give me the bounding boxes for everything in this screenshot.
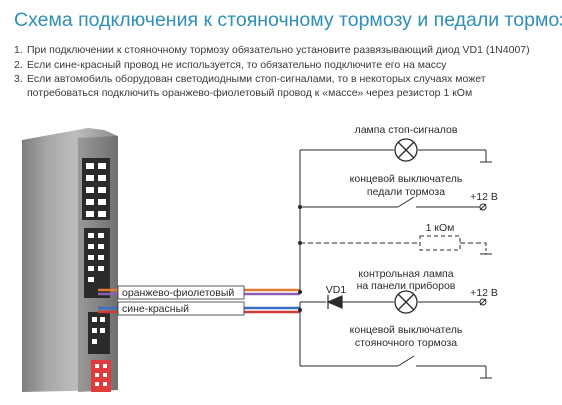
label-diode: VD1 (326, 284, 347, 296)
page-title: Схема подключения к стояночному тормозу … (14, 9, 562, 31)
connector-pins (95, 364, 107, 386)
note-number: 3. (14, 73, 23, 85)
label-resistor: 1 кОм (426, 222, 455, 234)
label-park-switch-1: концевой выключатель (350, 324, 463, 336)
note-number: 1. (14, 44, 23, 56)
connector-block (84, 228, 110, 298)
terminal-plus12-top (479, 203, 487, 211)
note-text: Если сине-красный провод не используется… (27, 58, 447, 71)
label-pedal-switch-2: педали тормоза (367, 186, 445, 198)
label-pedal-switch-1: концевой выключатель (350, 173, 463, 185)
wire-label-box (117, 285, 245, 300)
notes-list: 1. При подключении к стояночному тормозу… (14, 44, 554, 100)
note-text: При подключении к стояночному тормозу об… (27, 44, 530, 56)
wire-label-orange: оранжево-фиолетовый (122, 287, 234, 299)
label-panel-lamp-2: на панели приборов (357, 280, 456, 292)
label-park-switch-2: стояночного тормоза (355, 337, 457, 349)
label-brake-lamp: лампа стоп-сигналов (355, 124, 458, 136)
note-text: Если автомобиль оборудован светодиодными… (27, 73, 486, 99)
junction-dots (298, 205, 302, 312)
label-plus12-top: +12 В (470, 191, 498, 203)
label-plus12-bottom: +12 В (470, 287, 498, 299)
label-panel-lamp-1: контрольная лампа (358, 268, 453, 280)
panel-lamp (394, 290, 418, 314)
note-number: 2. (14, 58, 23, 71)
connector-pins (92, 317, 105, 344)
wire-label-box (117, 301, 245, 316)
diode-symbol (326, 295, 343, 309)
wire-label-blue: сине-красный (122, 303, 189, 315)
circuit (299, 149, 492, 379)
note-item: 1. При подключении к стояночному тормозу… (14, 44, 554, 58)
connector-block (88, 312, 110, 354)
connector-pins (88, 233, 104, 282)
red-connector (91, 360, 111, 392)
terminal-plus12-bottom (479, 298, 487, 306)
brake-lamp (394, 138, 418, 162)
connector-pins (86, 163, 106, 217)
note-item: 3. Если автомобиль оборудован светодиодн… (14, 73, 554, 100)
alarm-unit (22, 128, 118, 392)
note-item: 2. Если сине-красный провод не используе… (14, 59, 554, 73)
